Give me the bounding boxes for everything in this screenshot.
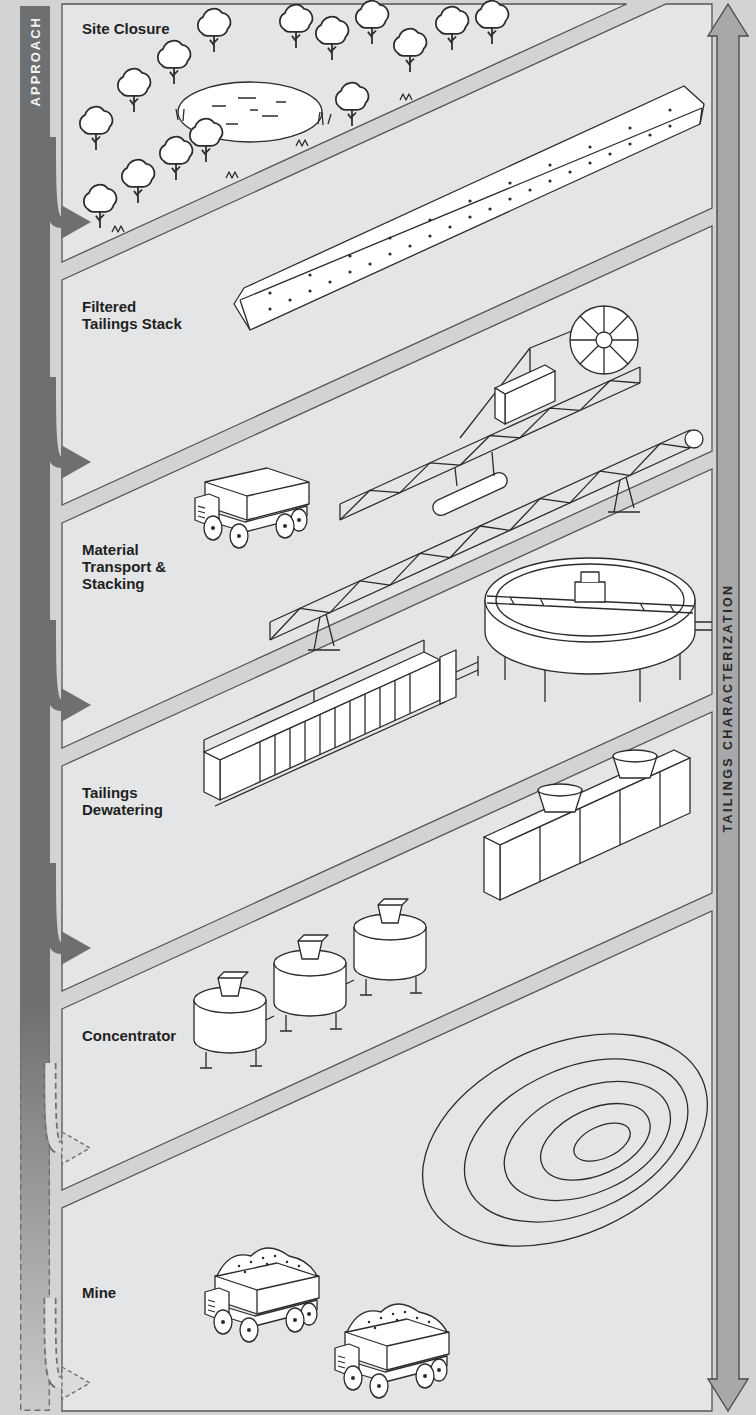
node-shape xyxy=(62,911,712,1411)
band-fill xyxy=(62,911,712,1411)
stage-label: Material Transport & Stacking xyxy=(82,541,182,592)
approach-fade xyxy=(20,1004,50,1411)
connectors xyxy=(50,137,62,1383)
stage-label: Mine xyxy=(82,1284,222,1301)
arrow-shaft xyxy=(50,377,62,462)
stage-label: Filtered Tailings Stack xyxy=(82,298,182,332)
characterization-label: TAILINGS CHARACTERIZATION xyxy=(722,583,735,832)
stage-label: Site Closure xyxy=(82,20,222,37)
arrow-shaft xyxy=(50,137,62,222)
stage-band: Mine xyxy=(62,911,712,1411)
approach-dashed-outline xyxy=(21,1004,50,1410)
approach-band: APPROACH xyxy=(20,6,50,1411)
approach-arrow xyxy=(50,137,62,222)
approach-label: APPROACH xyxy=(29,16,42,106)
arrow-shaft xyxy=(50,620,62,705)
approach-arrow xyxy=(50,377,62,462)
arrow-shaft xyxy=(50,863,62,948)
stage-label: Tailings Dewatering xyxy=(82,784,182,818)
approach-arrow xyxy=(50,1298,62,1383)
approach-arrow xyxy=(50,1063,62,1148)
approach-arrow xyxy=(50,863,62,948)
arrow-outline xyxy=(50,1298,62,1383)
double-arrow-shape xyxy=(708,4,748,1411)
arrow-outline xyxy=(50,1063,62,1148)
approach-solid xyxy=(20,6,50,1004)
arrow-shaft xyxy=(50,1063,62,1148)
approach-arrow xyxy=(50,620,62,705)
stage-label: Concentrator xyxy=(82,1027,222,1044)
node-shape xyxy=(20,6,50,1411)
characterization-arrow: TAILINGS CHARACTERIZATION xyxy=(708,4,748,1411)
arrow-shaft xyxy=(50,1298,62,1383)
